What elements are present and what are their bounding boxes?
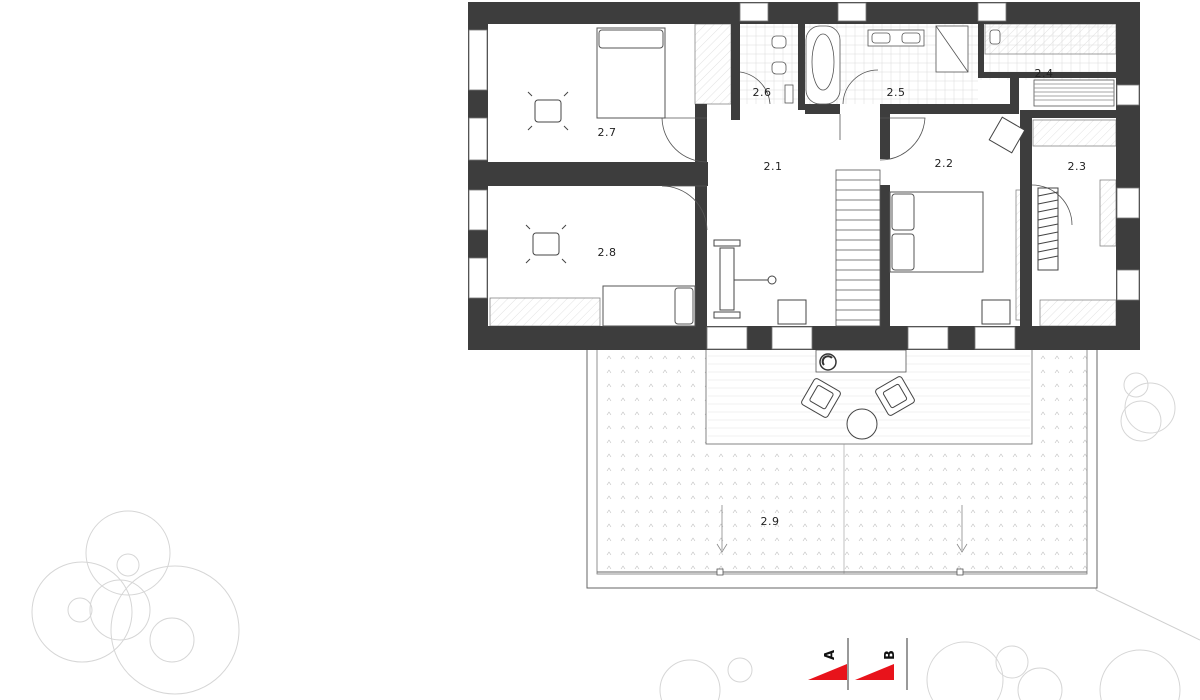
closet-rack: [1037, 187, 1059, 271]
staircase: [835, 169, 881, 327]
bed-room-2-2: [889, 191, 984, 273]
section-label-a: A: [823, 650, 838, 660]
round-table: [846, 408, 878, 440]
door-swings: [661, 69, 1073, 231]
room-labels: 2.1 2.2 2.3 2.4 2.5 2.6 2.7 2.8 2.9: [598, 67, 1087, 528]
room-label-2-6: 2.6: [753, 86, 772, 99]
bed-room-2-8: [602, 285, 696, 327]
section-marker-a: A: [808, 638, 849, 690]
room-label-2-5: 2.5: [887, 86, 906, 99]
garden-trees-left: [31, 510, 240, 695]
room-label-2-1: 2.1: [764, 160, 783, 173]
room-label-2-9: 2.9: [761, 515, 780, 528]
bathroom-fixtures: [771, 25, 1115, 107]
chair-room-2-2: [981, 116, 1026, 325]
terrace: [586, 347, 1098, 589]
desk-chairs: [525, 91, 569, 264]
fireplace: [815, 349, 907, 373]
bed-room-2-7: [596, 27, 666, 119]
windows: [468, 2, 1140, 350]
room-label-2-3: 2.3: [1068, 160, 1087, 173]
site-boundary: [1095, 330, 1200, 641]
lounge-chair-left: [801, 378, 841, 418]
lounge-chair-right: [875, 376, 915, 416]
exercise-bench: [713, 239, 807, 325]
room-label-2-7: 2.7: [598, 126, 617, 139]
section-label-b: B: [883, 650, 898, 660]
room-label-2-4: 2.4: [1035, 67, 1054, 80]
room-label-2-8: 2.8: [598, 246, 617, 259]
garden-trees-right: [659, 372, 1181, 700]
room-label-2-2: 2.2: [935, 157, 954, 170]
section-marker-b: B: [855, 638, 908, 690]
